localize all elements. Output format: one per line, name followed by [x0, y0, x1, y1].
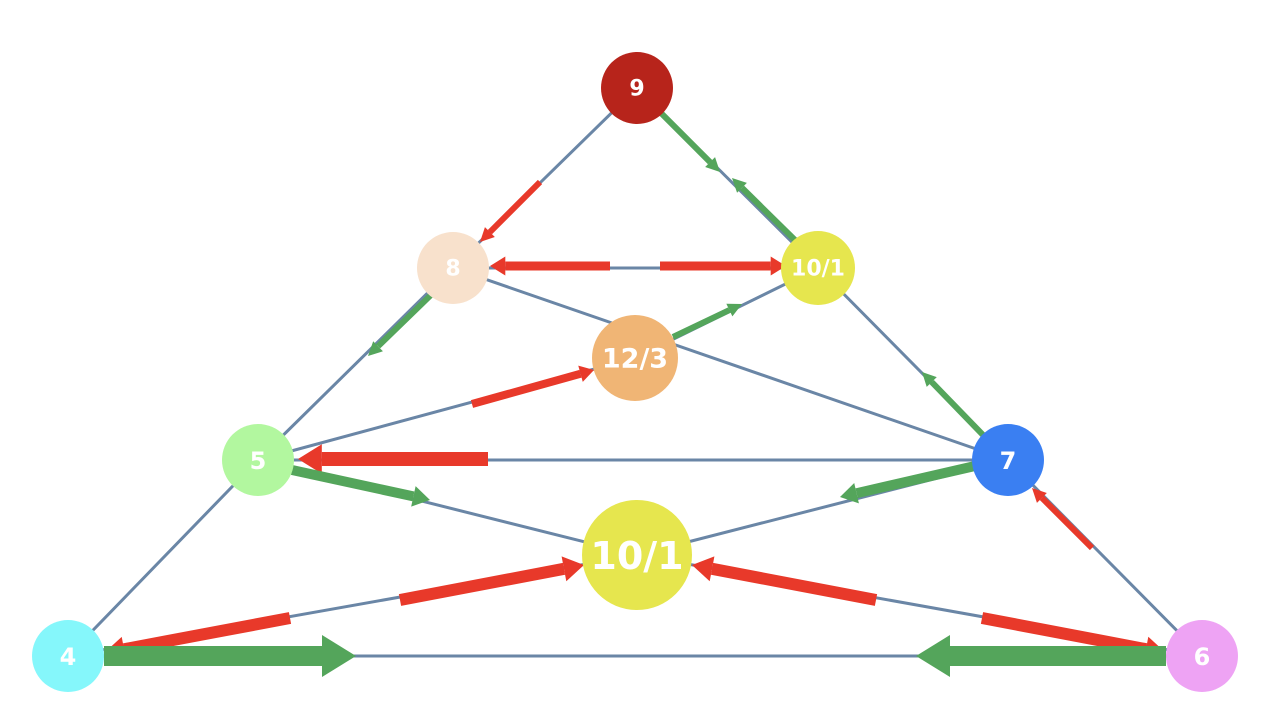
flow-arrow-head [705, 157, 720, 172]
flow-arrow-head [770, 256, 786, 276]
flow-arrow-shaft [1039, 495, 1095, 551]
flow-arrow-head [298, 444, 322, 474]
flow-arrow-shaft [657, 109, 713, 165]
flow-arrow-shaft [855, 461, 977, 499]
flow-arrow [840, 461, 977, 504]
flow-arrow [657, 109, 720, 172]
flow-arrow [290, 465, 430, 507]
node-n7: 7 [972, 424, 1044, 496]
flow-arrow [660, 256, 786, 276]
flow-arrow [398, 556, 584, 606]
node-circle [781, 231, 855, 305]
flow-arrow [368, 291, 435, 356]
flow-arrow-head [561, 556, 584, 582]
flow-arrow [470, 365, 594, 408]
flow-arrow-shaft [375, 291, 435, 349]
flow-arrow-head [411, 486, 430, 507]
flow-arrow-shaft [122, 612, 292, 656]
node-n8: 8 [417, 232, 489, 304]
flow-arrow-shaft [398, 562, 566, 606]
node-n12: 12/3 [592, 315, 678, 401]
flow-arrow-shaft [739, 185, 798, 243]
flow-arrow [298, 444, 488, 474]
flow-arrow [732, 178, 798, 243]
node-n4: 4 [32, 620, 104, 692]
flow-arrow-shaft [710, 562, 878, 606]
flow-arrow [104, 635, 356, 677]
node-circle [582, 500, 692, 610]
edge-n8-n7 [452, 266, 1009, 462]
node-circle [417, 232, 489, 304]
flow-arrow-head [916, 635, 950, 677]
arrows-layer [104, 109, 1166, 677]
node-circle [32, 620, 104, 692]
node-label: 12/3 [602, 344, 668, 375]
node-circle [1166, 620, 1238, 692]
flow-arrow [671, 303, 742, 340]
flow-arrow-shaft [290, 465, 415, 502]
flow-arrow-head [922, 372, 937, 387]
node-circle [972, 424, 1044, 496]
flow-arrow-head [840, 482, 859, 504]
node-n6: 6 [1166, 620, 1238, 692]
flow-arrow-shaft [487, 179, 543, 235]
node-label: 7 [1000, 447, 1017, 475]
node-label: 9 [629, 77, 644, 102]
flow-arrow-shaft [929, 379, 987, 439]
flow-arrow [480, 179, 543, 242]
node-circle [592, 315, 678, 401]
flow-arrow-head [490, 256, 506, 276]
flow-arrow [490, 256, 610, 276]
edge-n8-n5 [256, 266, 455, 462]
node-n5: 5 [222, 424, 294, 496]
node-circle [222, 424, 294, 496]
node-n10b: 10/1 [582, 500, 692, 610]
flow-arrow-head [322, 635, 356, 677]
node-label: 10/1 [791, 257, 845, 282]
flow-arrow-head [726, 303, 742, 317]
flow-arrow-shaft [980, 612, 1148, 656]
node-label: 5 [250, 447, 267, 475]
node-label: 10/1 [590, 534, 683, 578]
node-circle [601, 52, 673, 124]
flow-arrow [922, 372, 987, 439]
flow-arrow [1032, 488, 1095, 551]
flow-arrow [916, 635, 1166, 677]
flow-arrow-shaft [470, 369, 582, 408]
node-label: 6 [1194, 643, 1211, 671]
flow-arrow-head [692, 556, 715, 582]
node-n10a: 10/1 [781, 231, 855, 305]
nodes-layer: 9 8 10/1 12/3 5 7 10/1 4 6 [32, 52, 1238, 692]
node-label: 4 [60, 643, 77, 671]
flow-arrow-head [578, 365, 594, 382]
node-n9: 9 [601, 52, 673, 124]
flow-arrow-head [368, 341, 383, 356]
flow-arrow-head [480, 227, 495, 242]
flow-arrow-shaft [671, 307, 731, 340]
node-label: 8 [445, 257, 460, 282]
flow-arrow [692, 556, 878, 606]
flow-arrow-head [1032, 488, 1047, 503]
edge-n5-n4 [66, 458, 260, 658]
flow-arrow-head [732, 178, 747, 193]
